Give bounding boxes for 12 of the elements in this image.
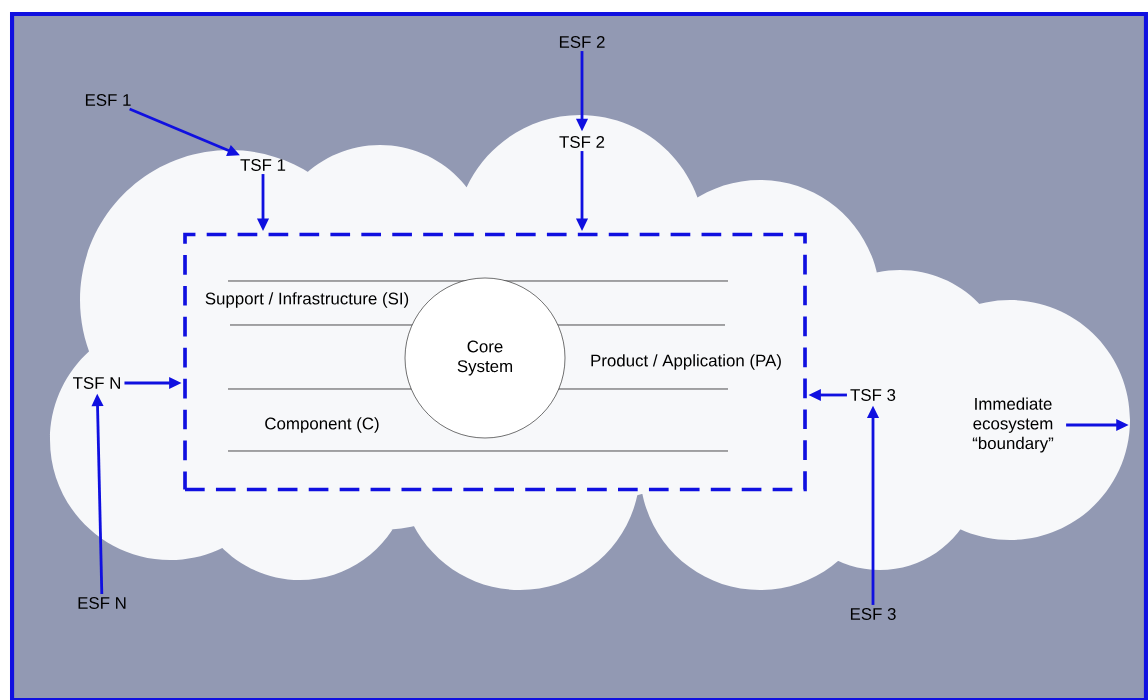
factor-label: TSF 3	[850, 389, 896, 401]
boundary-text: Immediate ecosystem “boundary”	[972, 397, 1054, 453]
factor-label: ESF 1	[85, 94, 131, 106]
factor-label: TSF 2	[559, 136, 605, 148]
layer-label: Component (C)	[265, 417, 379, 433]
factor-label: ESF 3	[850, 608, 896, 620]
factor-label: ESF 2	[559, 36, 605, 48]
layer-label: Product / Application (PA)	[591, 354, 781, 370]
factor-label: TSF N	[73, 377, 120, 389]
dashed-boundary-box	[183, 232, 807, 492]
factor-label: ESF N	[78, 597, 126, 609]
factor-label: TSF 1	[240, 159, 286, 171]
